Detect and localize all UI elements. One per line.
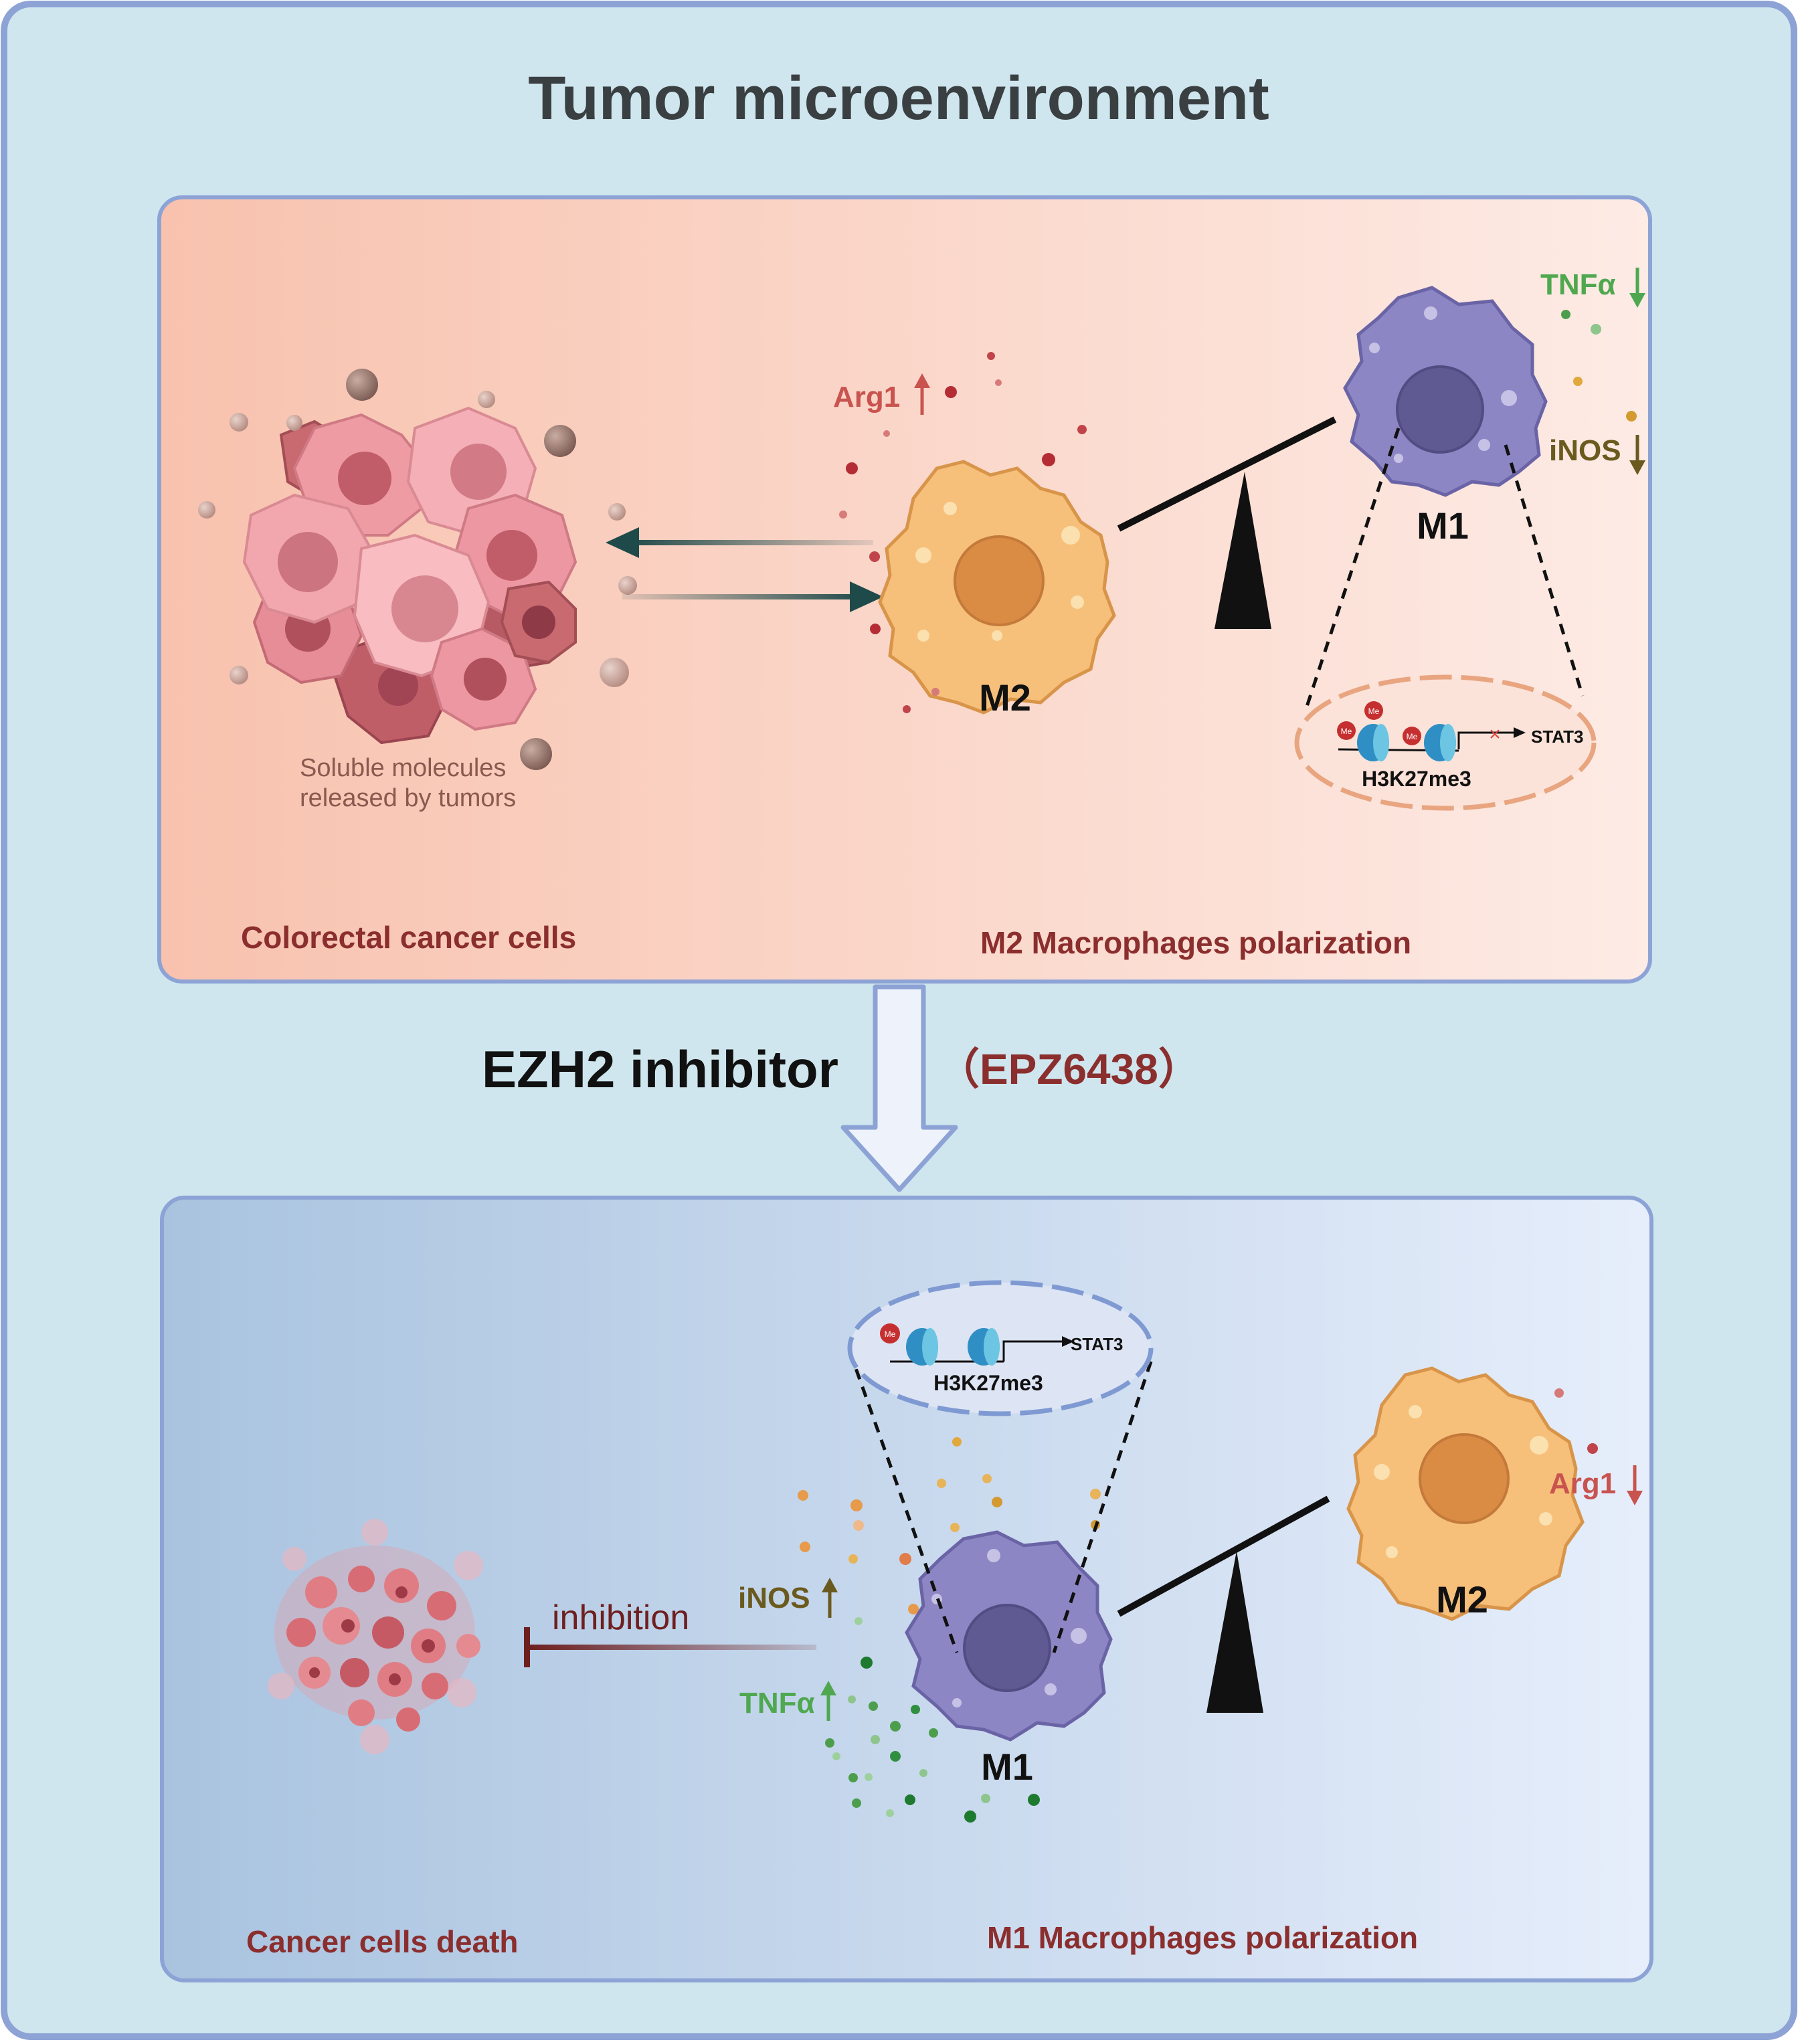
bottom-panel xyxy=(160,1196,1653,1982)
m2-polarization-label: M2 Macrophages polarization xyxy=(980,925,1411,960)
m1-label-bottom: M1 xyxy=(981,1746,1033,1788)
seesaw-bottom xyxy=(1117,1495,1330,1713)
inhibition-arrow-icon xyxy=(524,1627,816,1667)
inos-down-arrow-icon xyxy=(1629,435,1645,475)
methyl-group-icon xyxy=(1403,727,1421,745)
tnfa-label-bottom: TNFα xyxy=(739,1687,815,1720)
soluble-molecules xyxy=(198,369,637,770)
tnfa-molecules-bottom xyxy=(825,1617,1040,1823)
methyl-group-icon xyxy=(1364,701,1383,720)
stat3-label-bottom: STAT3 xyxy=(1071,1334,1123,1354)
arg1-label-top: Arg1 xyxy=(833,381,900,413)
methyl-label: Me xyxy=(1368,707,1380,716)
tnfa-up-arrow-icon xyxy=(820,1681,836,1721)
tnfa-label-top: TNFα xyxy=(1540,268,1616,301)
methyl-group-icon xyxy=(880,1323,900,1343)
inos-label-bottom: iNOS xyxy=(738,1582,810,1614)
arg1-up-arrow-icon xyxy=(914,373,930,415)
bidirectional-arrows xyxy=(606,527,883,612)
big-down-arrow-icon xyxy=(840,984,958,1192)
inos-label-top: iNOS xyxy=(1549,434,1621,467)
colorectal-cancer-cells-cluster xyxy=(242,406,577,745)
stat3-label-top: STAT3 xyxy=(1531,727,1583,747)
m1-polarization-label: M1 Macrophages polarization xyxy=(987,1920,1418,1955)
m2-macrophage-top xyxy=(878,460,1116,715)
nucleus-detail-top: × STAT3 Me Me Me H3K27me3 xyxy=(1294,674,1597,811)
tnfa-molecules-top xyxy=(1561,310,1637,422)
arg1-label-bottom: Arg1 xyxy=(1549,1467,1616,1500)
methyl-label: Me xyxy=(885,1329,896,1339)
arg1-molecules-top xyxy=(839,352,1087,713)
nucleus-detail-bottom: STAT3 Me H3K27me3 xyxy=(847,1280,1154,1416)
ezh2-inhibitor-label: EZH2 inhibitor xyxy=(482,1040,838,1099)
arg1-molecules-bottom xyxy=(1554,1388,1598,1454)
tnfa-down-arrow-icon xyxy=(1629,268,1645,308)
methyl-label: Me xyxy=(1341,727,1352,736)
seesaw-top xyxy=(1117,416,1337,629)
h3k27me3-label-top: H3K27me3 xyxy=(1362,767,1471,791)
m1-macrophage-bottom xyxy=(905,1530,1113,1742)
h3k27me3-label-bottom: H3K27me3 xyxy=(933,1371,1043,1395)
m2-label-top: M2 xyxy=(979,676,1031,719)
arg1-down-arrow-icon xyxy=(1627,1465,1643,1505)
dying-cancer-cells-cluster xyxy=(268,1519,483,1754)
epz6438-label: （EPZ6438） xyxy=(937,1045,1201,1093)
methyl-group-icon xyxy=(1337,721,1356,740)
inos-molecules-bottom xyxy=(798,1437,1101,1614)
soluble-molecules-line1: Soluble molecules xyxy=(300,754,506,782)
m2-macrophage-bottom xyxy=(1346,1366,1585,1621)
m1-macrophage-top xyxy=(1343,286,1548,497)
page-title: Tumor microenvironment xyxy=(528,64,1269,132)
m2-label-bottom: M2 xyxy=(1436,1578,1488,1620)
zoom-lines-bottom xyxy=(848,1351,1153,1653)
m1-label-top: M1 xyxy=(1417,504,1469,547)
cancer-cells-death-label: Cancer cells death xyxy=(246,1924,519,1959)
zoom-lines-top xyxy=(1303,428,1585,713)
inhibition-label: inhibition xyxy=(552,1598,689,1637)
soluble-molecules-line2: released by tumors xyxy=(300,784,516,812)
colorectal-cancer-cells-label: Colorectal cancer cells xyxy=(241,920,576,955)
blocked-x-icon: × xyxy=(1489,723,1501,745)
methyl-label: Me xyxy=(1407,732,1418,741)
inos-up-arrow-icon xyxy=(822,1578,838,1618)
